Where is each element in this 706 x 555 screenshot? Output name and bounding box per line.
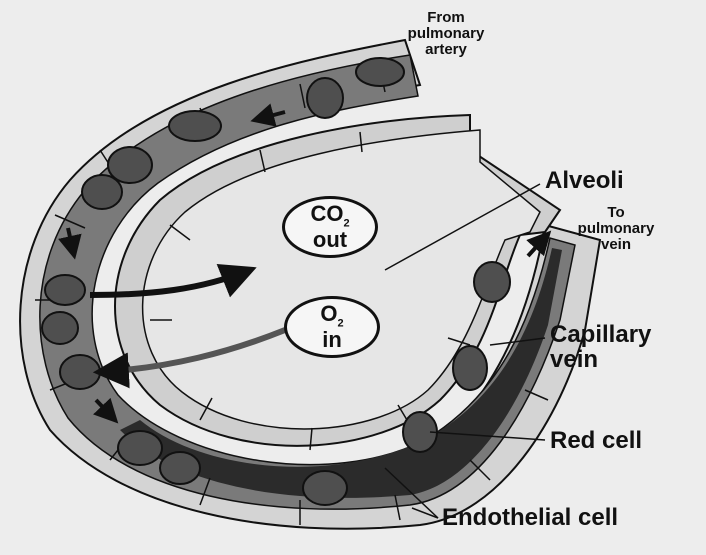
red-cell — [160, 452, 200, 484]
red-cell — [307, 78, 343, 118]
co2-formula: CO2 — [310, 203, 349, 229]
red-cell — [303, 471, 347, 505]
co2-out-bubble: CO2 out — [282, 196, 378, 258]
red-cell — [60, 355, 100, 389]
o2-in-bubble: O2 in — [284, 296, 380, 358]
label-red-cell: Red cell — [550, 428, 642, 453]
red-cell — [82, 175, 122, 209]
red-cell — [474, 262, 510, 302]
red-cell — [42, 312, 78, 344]
label-alveoli: Alveoli — [545, 168, 624, 193]
label-to-pulmonary-vein: To pulmonary vein — [568, 205, 664, 252]
red-cell — [118, 431, 162, 465]
red-cell — [453, 346, 487, 390]
co2-word: out — [313, 229, 347, 251]
label-endothelial-cell: Endothelial cell — [442, 505, 618, 530]
red-cell — [45, 275, 85, 305]
o2-word: in — [322, 329, 342, 351]
red-cell — [356, 58, 404, 86]
label-capillary-vein: Capillary vein — [550, 322, 651, 372]
red-cell — [169, 111, 221, 141]
label-from-pulmonary-artery: From pulmonary artery — [398, 10, 494, 57]
o2-formula: O2 — [320, 303, 343, 329]
